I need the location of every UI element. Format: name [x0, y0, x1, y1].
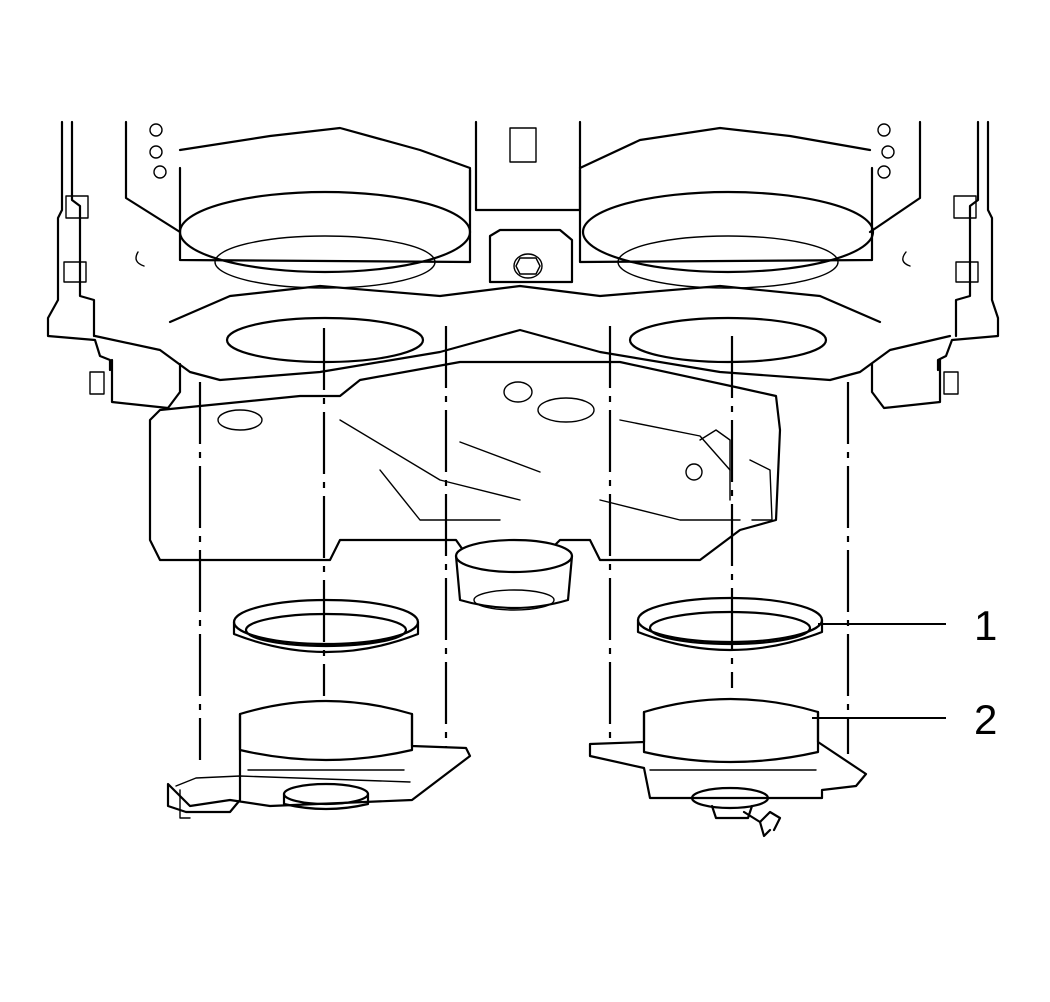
callout-2: 2: [812, 696, 997, 743]
seal-ring-right: [636, 596, 824, 652]
lower-housing: [148, 360, 782, 562]
callout-1: 1: [818, 602, 997, 649]
callout-label-1: 1: [974, 602, 997, 649]
thermostat-left: [166, 699, 472, 819]
engine-housing: [46, 120, 1000, 410]
bolt-icons: [63, 123, 979, 395]
alignment-lines: [198, 326, 850, 760]
callout-label-2: 2: [974, 696, 997, 743]
coolant-outlet: [454, 538, 574, 611]
thermostat-right: [588, 697, 868, 838]
seal-ring-left: [232, 598, 420, 654]
